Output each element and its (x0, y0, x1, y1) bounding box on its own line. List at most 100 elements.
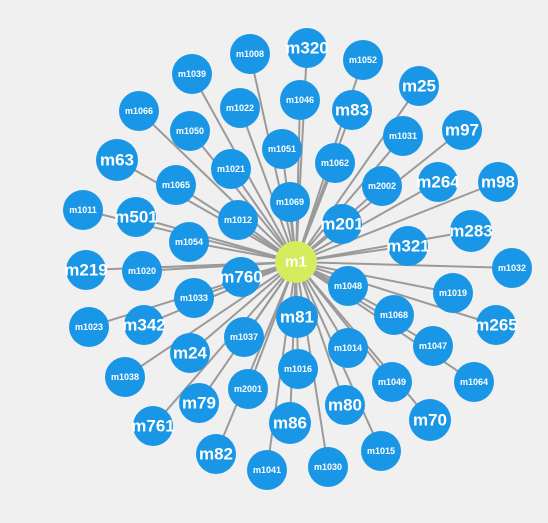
node-m81[interactable]: m81 (276, 296, 318, 338)
node-m1066[interactable]: m1066 (119, 91, 159, 131)
node-label: m79 (182, 394, 216, 413)
node-circle (262, 129, 302, 169)
node-m1065[interactable]: m1065 (156, 165, 196, 205)
node-m342[interactable]: m342 (122, 305, 166, 345)
node-circle (383, 116, 423, 156)
node-circle (220, 88, 260, 128)
edge-m1-m1066 (138, 110, 297, 263)
node-m1039[interactable]: m1039 (172, 54, 212, 94)
node-label: m1033 (180, 293, 208, 303)
node-label: m264 (416, 173, 460, 192)
node-label: m1016 (284, 364, 312, 374)
edge-m1-m501 (135, 216, 297, 263)
node-m83[interactable]: m83 (332, 90, 372, 130)
node-m79[interactable]: m79 (179, 383, 219, 423)
node-label: m1021 (217, 164, 245, 174)
node-m1023[interactable]: m1023 (69, 307, 109, 347)
node-m283[interactable]: m283 (449, 210, 493, 252)
node-circle (156, 165, 196, 205)
node-m25[interactable]: m25 (399, 66, 439, 106)
edge-m1-m63 (116, 159, 297, 263)
node-m2002[interactable]: m2002 (362, 166, 402, 206)
node-m1064[interactable]: m1064 (454, 362, 494, 402)
node-m501[interactable]: m501 (114, 197, 158, 237)
node-label: m1015 (367, 446, 395, 456)
node-m1068[interactable]: m1068 (374, 295, 414, 335)
node-m24[interactable]: m24 (170, 333, 210, 373)
node-m1062[interactable]: m1062 (315, 143, 355, 183)
node-m1047[interactable]: m1047 (413, 326, 453, 366)
node-m1021[interactable]: m1021 (211, 149, 251, 189)
node-m219[interactable]: m219 (64, 250, 108, 290)
node-m1049[interactable]: m1049 (372, 362, 412, 402)
node-m1038[interactable]: m1038 (105, 357, 145, 397)
node-label: m1030 (314, 462, 342, 472)
node-m1054[interactable]: m1054 (169, 222, 209, 262)
edge-m1-m80 (295, 261, 346, 406)
node-label: m1032 (498, 263, 526, 273)
node-m1016[interactable]: m1016 (278, 349, 318, 389)
node-m82[interactable]: m82 (196, 434, 236, 474)
node-m1019[interactable]: m1019 (433, 273, 473, 313)
node-label: m1019 (439, 288, 467, 298)
center-node[interactable]: m1 (275, 241, 317, 283)
node-m1020[interactable]: m1020 (122, 251, 162, 291)
node-label: m97 (445, 121, 479, 140)
node-circle (105, 357, 145, 397)
center-node-circle (275, 241, 317, 283)
node-label: m81 (280, 308, 314, 327)
node-label: m1031 (389, 131, 417, 141)
node-label: m1069 (276, 197, 304, 207)
node-m1032[interactable]: m1032 (492, 248, 532, 288)
node-m201[interactable]: m201 (320, 204, 364, 244)
node-m1051[interactable]: m1051 (262, 129, 302, 169)
node-m97[interactable]: m97 (442, 110, 482, 150)
node-m264[interactable]: m264 (416, 162, 460, 202)
node-m1069[interactable]: m1069 (270, 182, 310, 222)
node-m1046[interactable]: m1046 (280, 80, 320, 120)
node-m761[interactable]: m761 (131, 406, 175, 446)
node-m98[interactable]: m98 (478, 162, 518, 202)
node-label: m342 (122, 316, 165, 335)
node-label: m1068 (380, 310, 408, 320)
node-circle (124, 305, 164, 345)
node-m320[interactable]: m320 (285, 28, 329, 68)
node-m1037[interactable]: m1037 (224, 317, 264, 357)
node-circle (442, 110, 482, 150)
node-circle (308, 447, 348, 487)
node-m1011[interactable]: m1011 (63, 190, 103, 230)
node-circle (418, 162, 458, 202)
node-label: m1046 (286, 95, 314, 105)
node-m760[interactable]: m760 (219, 257, 263, 297)
node-layer: m1008 m320 m1052 m1039 m25 m1046 m1066 m1022 m83… (63, 28, 532, 490)
node-m1033[interactable]: m1033 (174, 278, 214, 318)
node-m1022[interactable]: m1022 (220, 88, 260, 128)
node-m63[interactable]: m63 (96, 139, 138, 181)
node-m1015[interactable]: m1015 (361, 431, 401, 471)
node-circle (325, 385, 365, 425)
node-m70[interactable]: m70 (409, 399, 451, 441)
node-m1012[interactable]: m1012 (218, 200, 258, 240)
node-m2001[interactable]: m2001 (228, 369, 268, 409)
node-label: m1065 (162, 180, 190, 190)
node-m86[interactable]: m86 (269, 402, 311, 444)
node-m1008[interactable]: m1008 (230, 34, 270, 74)
node-m1050[interactable]: m1050 (170, 111, 210, 151)
node-m1048[interactable]: m1048 (328, 266, 368, 306)
node-circle (433, 273, 473, 313)
node-m1014[interactable]: m1014 (328, 328, 368, 368)
node-m321[interactable]: m321 (386, 226, 430, 266)
node-label: m1020 (128, 266, 156, 276)
node-m1041[interactable]: m1041 (247, 450, 287, 490)
node-m265[interactable]: m265 (474, 305, 518, 345)
node-m1030[interactable]: m1030 (308, 447, 348, 487)
node-label: m63 (100, 151, 134, 170)
node-label: m98 (481, 173, 515, 192)
center-node-label: m1 (285, 254, 307, 271)
node-m1052[interactable]: m1052 (343, 40, 383, 80)
node-m1031[interactable]: m1031 (383, 116, 423, 156)
edge-m1-m25 (295, 85, 420, 263)
node-m80[interactable]: m80 (325, 385, 365, 425)
node-label: m219 (64, 261, 107, 280)
